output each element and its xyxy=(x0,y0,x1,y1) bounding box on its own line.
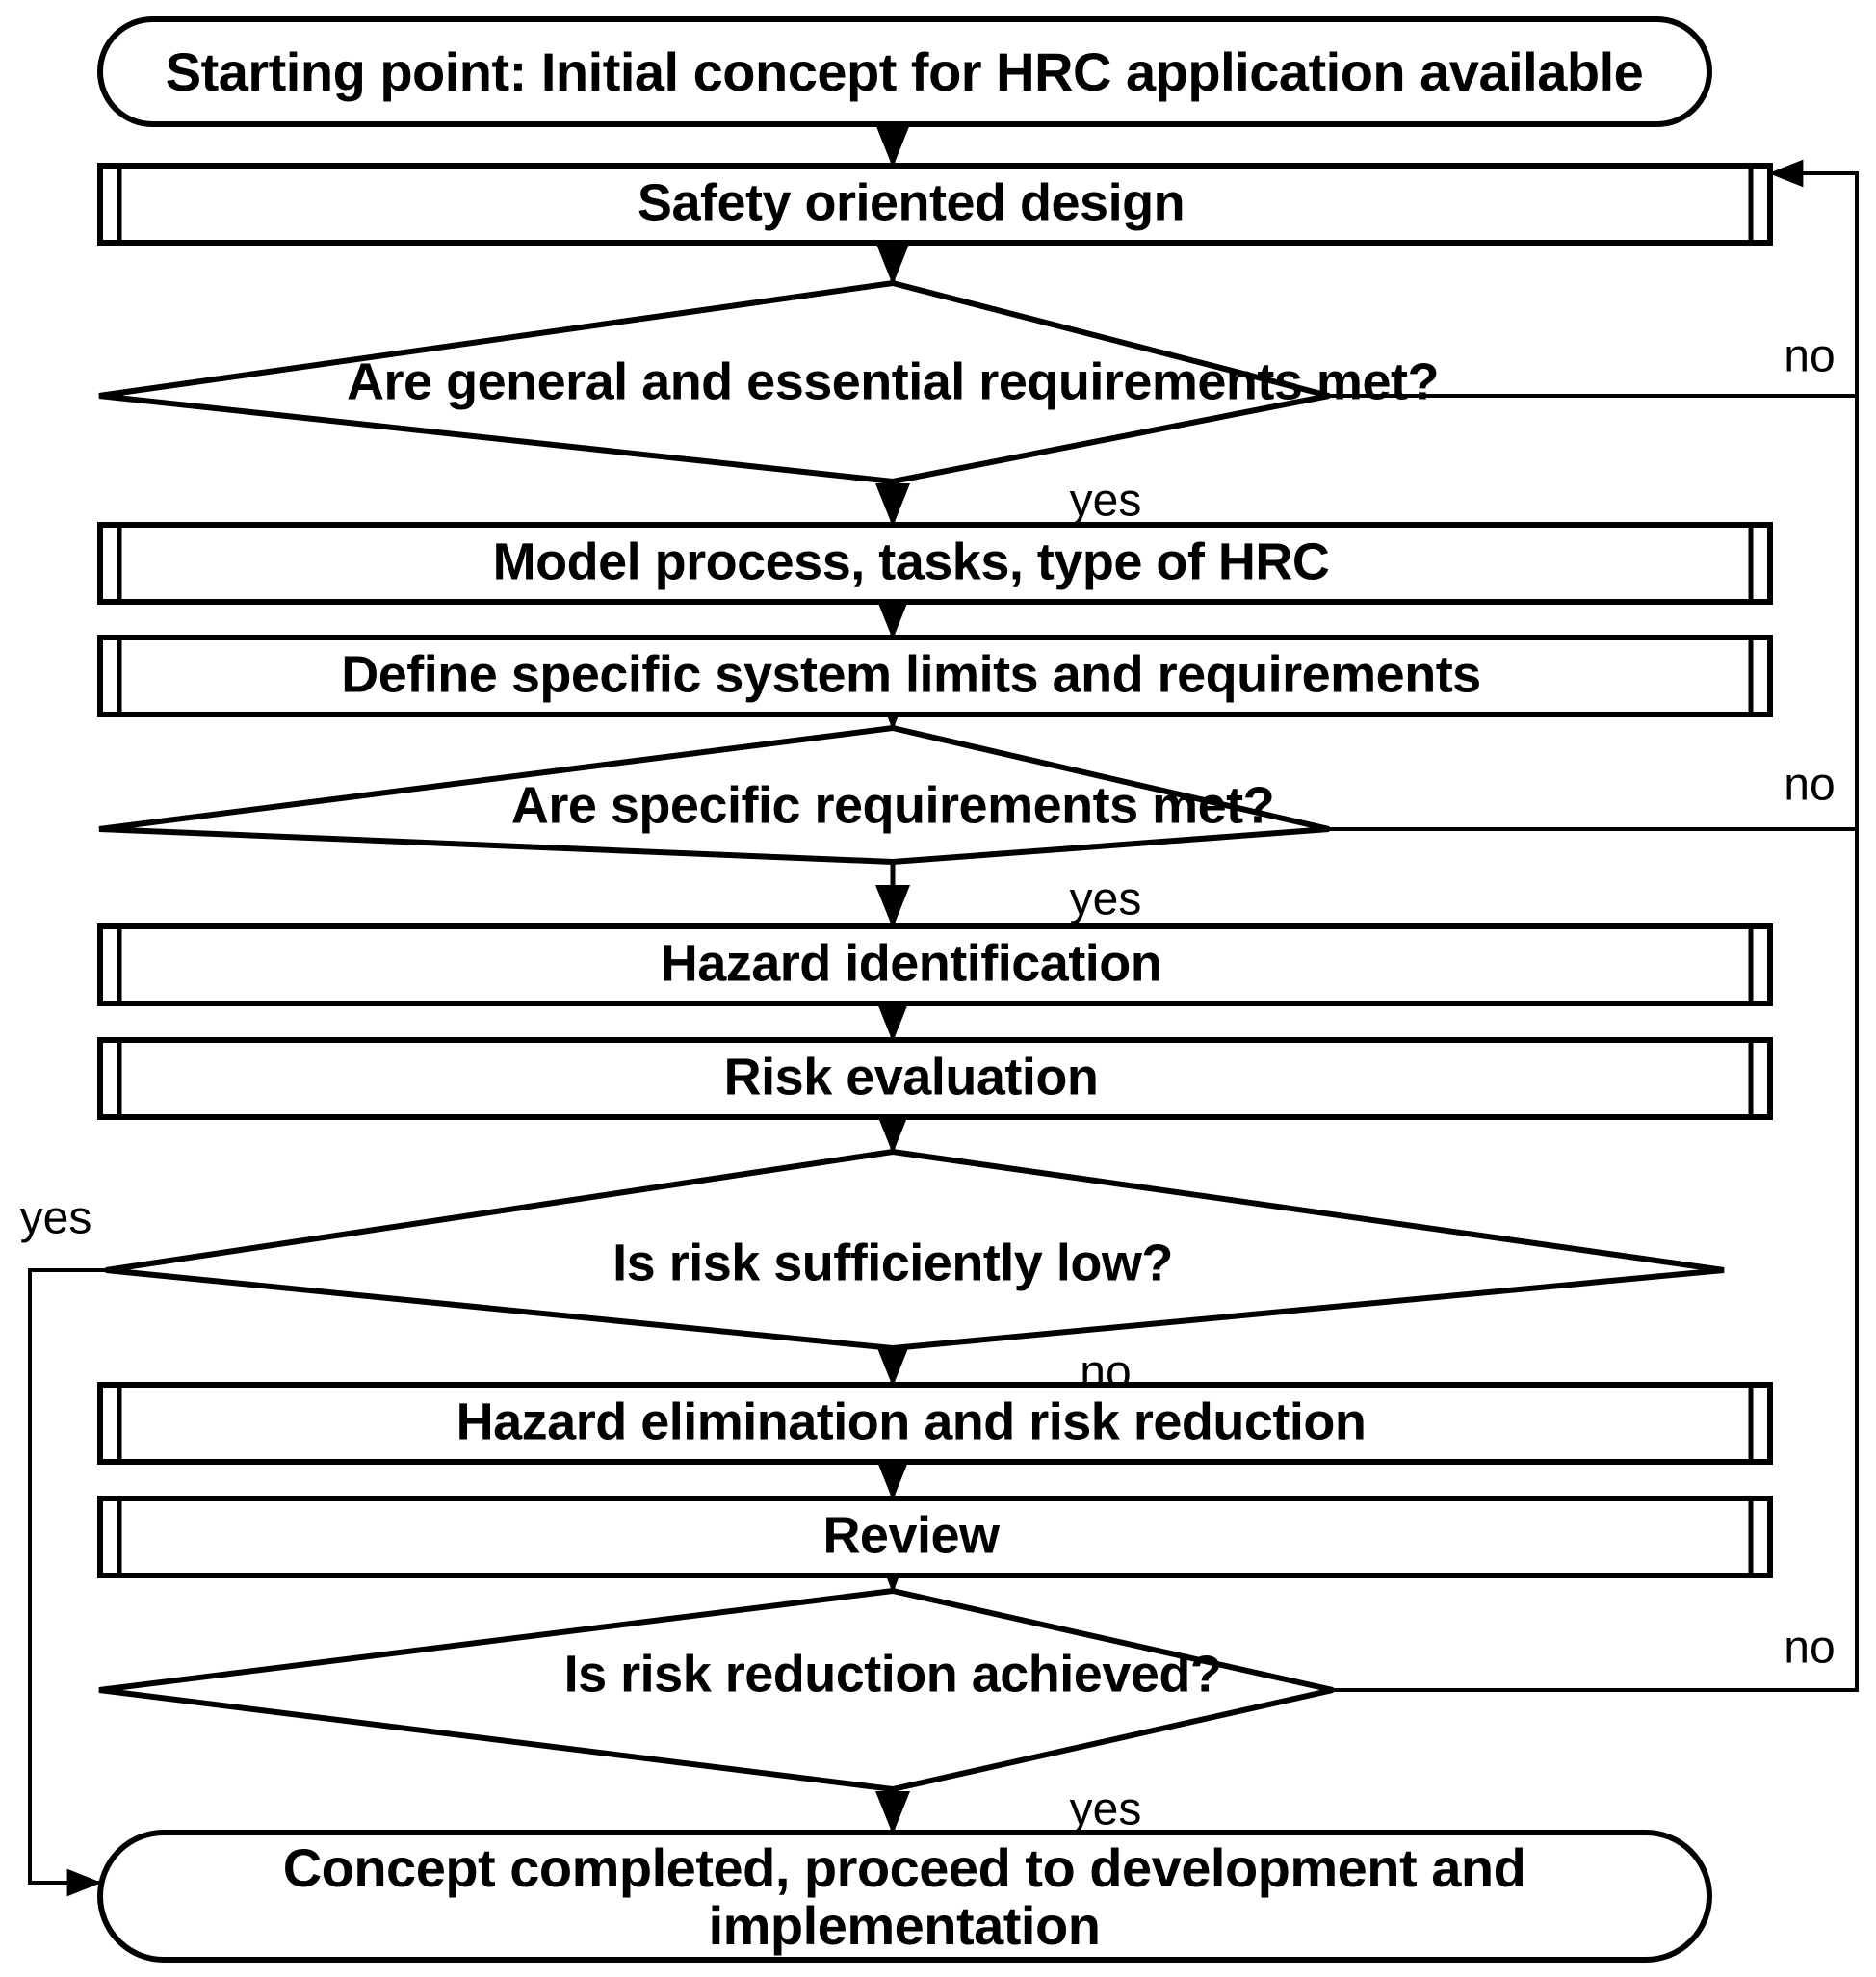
node-decision-risk-low: Is risk sufficiently low? xyxy=(105,1148,1725,1352)
edge-feedback-trunk-to-safety xyxy=(1333,159,1859,1692)
node-decision-specific-requirements: Are specific requirements met? xyxy=(98,724,1330,866)
node-define-specific-limits: Define specific system limits and requir… xyxy=(97,635,1773,717)
edge-label-general-no: no xyxy=(1784,331,1835,382)
riskeval-box-shape xyxy=(97,1037,1773,1120)
edge-label-achieved-no: no xyxy=(1784,1623,1835,1674)
review-box-shape xyxy=(97,1496,1773,1578)
decision-general-shape xyxy=(98,279,1330,485)
node-safety-oriented-design: Safety oriented design xyxy=(97,163,1773,246)
decision-risklow-shape xyxy=(105,1148,1725,1352)
node-decision-risk-reduction-achieved: Is risk reduction achieved? xyxy=(98,1587,1334,1793)
node-model-process: Model process, tasks, type of HRC xyxy=(97,522,1773,605)
safety-box-shape xyxy=(97,163,1773,246)
node-start: Starting point: Initial concept for HRC … xyxy=(97,16,1712,127)
define-label: Define specific system limits and requir… xyxy=(341,645,1480,703)
node-end: Concept completed, proceed to developmen… xyxy=(97,1830,1712,1963)
decision-specific-label: Are specific requirements met? xyxy=(511,776,1274,834)
end-label-line2: implementation xyxy=(709,1895,1101,1956)
review-label: Review xyxy=(822,1506,1001,1564)
decision-general-label: Are general and essential requirements m… xyxy=(347,352,1439,410)
model-label: Model process, tasks, type of HRC xyxy=(493,533,1330,590)
hazardid-box-shape xyxy=(97,923,1773,1006)
node-risk-evaluation: Risk evaluation xyxy=(97,1037,1773,1120)
start-label: Starting point: Initial concept for HRC … xyxy=(166,41,1644,102)
node-review: Review xyxy=(97,1496,1773,1578)
decision-achieved-label: Is risk reduction achieved? xyxy=(564,1645,1222,1703)
edge-label-risklow-yes: yes xyxy=(20,1193,92,1244)
decision-risklow-label: Is risk sufficiently low? xyxy=(612,1234,1173,1291)
decision-achieved-shape xyxy=(98,1587,1334,1793)
start-terminator-shape xyxy=(97,16,1712,127)
define-box-shape xyxy=(97,635,1773,717)
hazardelim-box-shape xyxy=(97,1382,1773,1465)
safety-label: Safety oriented design xyxy=(638,173,1185,231)
node-hazard-identification: Hazard identification xyxy=(97,923,1773,1006)
node-hazard-elimination: Hazard elimination and risk reduction xyxy=(97,1382,1773,1465)
model-box-shape xyxy=(97,522,1773,605)
end-terminator-shape xyxy=(97,1830,1712,1963)
node-decision-general-requirements: Are general and essential requirements m… xyxy=(98,279,1439,485)
edge-decision-risklow-yes-to-end xyxy=(28,1268,106,1897)
riskeval-label: Risk evaluation xyxy=(724,1048,1099,1106)
end-label-line1: Concept completed, proceed to developmen… xyxy=(283,1837,1526,1898)
hazardid-label: Hazard identification xyxy=(661,934,1162,992)
edge-label-general-yes: yes xyxy=(1070,476,1142,527)
edge-label-specific-yes: yes xyxy=(1070,874,1142,925)
edge-label-specific-no: no xyxy=(1784,760,1835,811)
decision-specific-shape xyxy=(98,724,1330,866)
hazardelim-label: Hazard elimination and risk reduction xyxy=(456,1392,1367,1450)
edge-label-achieved-yes: yes xyxy=(1070,1784,1142,1835)
